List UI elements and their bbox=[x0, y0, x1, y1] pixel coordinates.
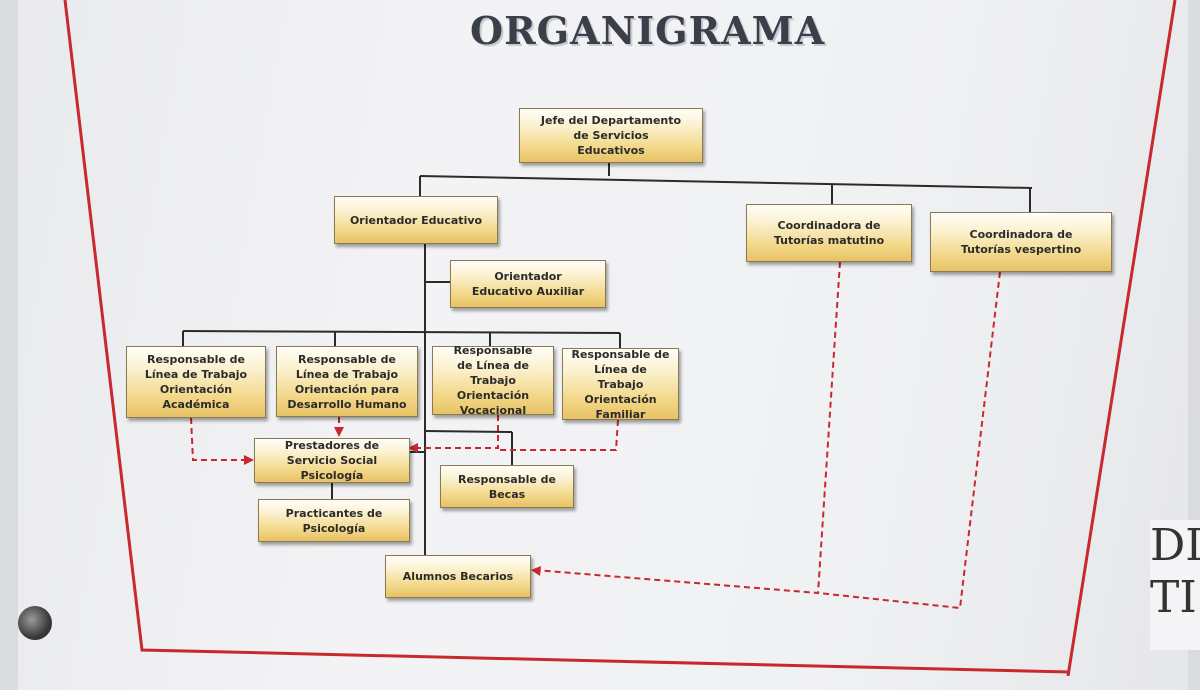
node-jefe-departamento: Jefe del Departamento de Servicios Educa… bbox=[519, 108, 703, 163]
node-alumnos-becarios: Alumnos Becarios bbox=[385, 555, 531, 598]
node-coordinadora-vespertino: Coordinadora de Tutorías vespertino bbox=[930, 212, 1112, 272]
node-orientador-auxiliar: Orientador Educativo Auxiliar bbox=[450, 260, 606, 308]
node-resp-academica: Responsable de Línea de Trabajo Orientac… bbox=[126, 346, 266, 418]
node-practicantes-psicologia: Practicantes de Psicología bbox=[258, 499, 410, 542]
node-coordinadora-matutino: Coordinadora de Tutorías matutino bbox=[746, 204, 912, 262]
page-border bbox=[63, 0, 1177, 676]
node-prestadores-servicio: Prestadores de Servicio Social Psicologí… bbox=[254, 438, 410, 483]
node-orientador-educativo: Orientador Educativo bbox=[334, 196, 498, 244]
connector-lines bbox=[182, 163, 1033, 610]
node-resp-vocacional: Responsable de Línea de Trabajo Orientac… bbox=[432, 344, 554, 417]
page-title: ORGANIGRAMA bbox=[470, 8, 826, 53]
node-resp-desarrollo-humano: Responsable de Línea de Trabajo Orientac… bbox=[276, 346, 418, 417]
node-responsable-becas: Responsable de Becas bbox=[440, 465, 574, 508]
pushpin-icon bbox=[18, 606, 52, 640]
adjacent-poster-text: DI TI bbox=[1150, 520, 1200, 650]
node-resp-familiar: Responsable de Línea de Trabajo Orientac… bbox=[562, 348, 679, 421]
